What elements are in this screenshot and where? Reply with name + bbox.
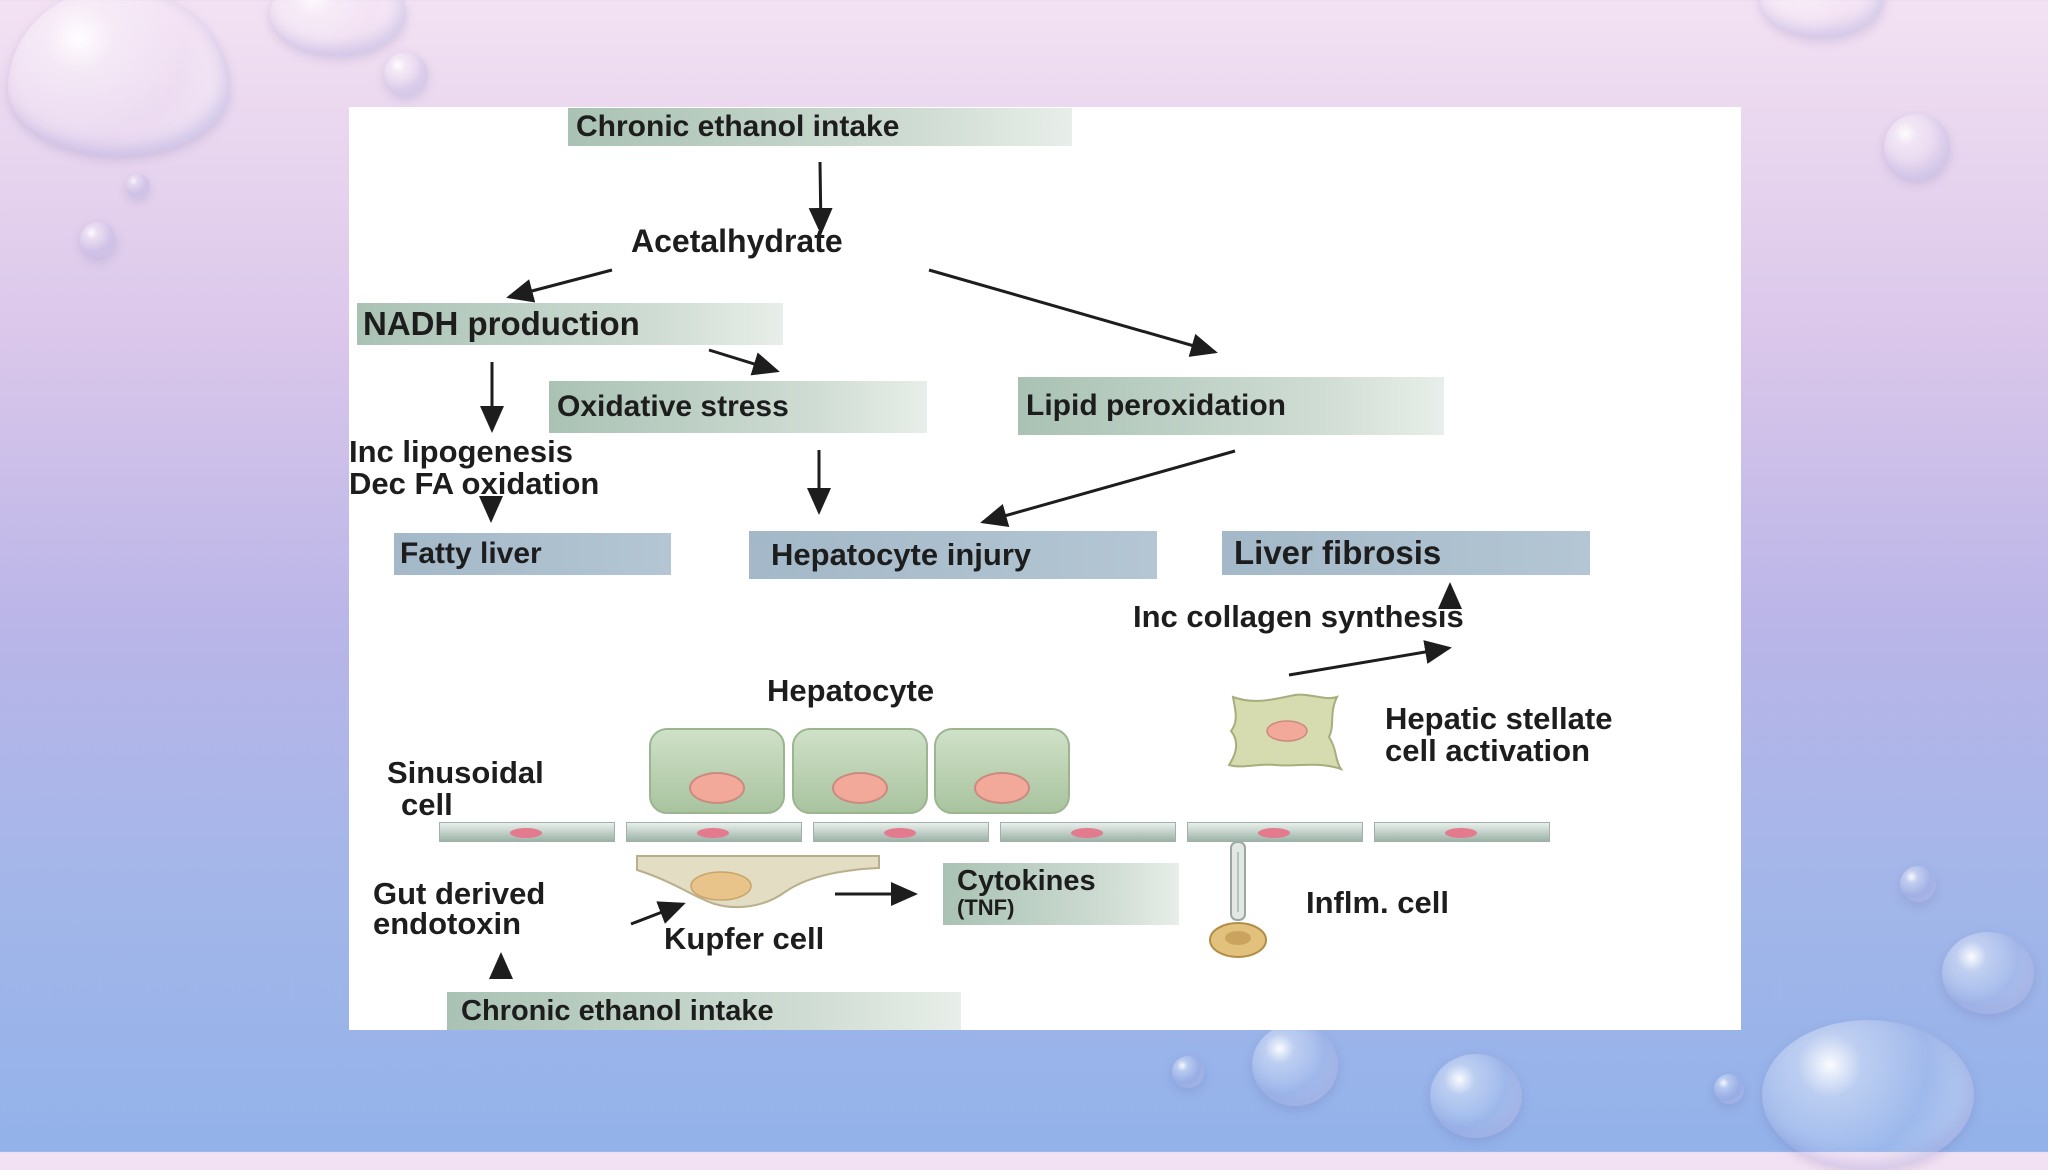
sinusoidal-cell-segment (1187, 822, 1363, 842)
cytokines-box: Cytokines (TNF) (943, 863, 1179, 925)
arrow-ethanol-to-acetalhydrate (808, 161, 833, 235)
kupfer-cell-label: Kupfer cell (664, 921, 825, 956)
chronic-ethanol-intake-bottom: Chronic ethanol intake (447, 992, 961, 1030)
hepatocyte-injury-label: Hepatocyte injury (771, 537, 1032, 572)
bubble-decoration (384, 52, 428, 96)
arrow-acetalhydrate-to-nadh (506, 268, 613, 303)
bubble-decoration (1430, 1054, 1522, 1138)
hepatic-stellate-label-line2: cell activation (1385, 733, 1591, 768)
bubble-decoration (270, 0, 406, 56)
gut-derived-endotoxin-label-line2: endotoxin (373, 906, 522, 941)
hepatic-stellate-cell-icon (1227, 693, 1343, 771)
hepatocyte-cell (934, 728, 1070, 814)
hepatocyte-cell (649, 728, 785, 814)
lipid-peroxidation-label: Lipid peroxidation (1026, 389, 1286, 422)
hepatic-stellate-label-line1: Hepatic stellate (1385, 701, 1613, 736)
bubble-decoration (1900, 866, 1936, 902)
liver-fibrosis-box: Liver fibrosis (1222, 531, 1590, 575)
chronic-ethanol-intake-bottom-label: Chronic ethanol intake (461, 994, 774, 1027)
bubble-decoration (80, 222, 116, 258)
inc-collagen-synthesis-label: Inc collagen synthesis (1133, 599, 1464, 634)
chronic-ethanol-intake-top-label: Chronic ethanol intake (576, 110, 900, 143)
hepatocyte-injury-box: Hepatocyte injury (749, 531, 1157, 579)
sinusoidal-cell-segment (813, 822, 989, 842)
oxidative-stress-box: Oxidative stress (549, 381, 927, 433)
hepatocyte-label: Hepatocyte (767, 673, 935, 708)
oxidative-stress-label: Oxidative stress (557, 390, 789, 423)
arrow-stellate-to-collagen (1288, 640, 1452, 677)
sinusoidal-cell-label-line2: cell (401, 787, 453, 822)
cytokines-label: Cytokines (957, 865, 1096, 898)
nucleus-icon (974, 772, 1030, 804)
sinusoidal-cell-label-line1: Sinusoidal (387, 755, 544, 790)
nucleus-icon (884, 828, 916, 838)
liver-fibrosis-label: Liver fibrosis (1234, 534, 1442, 571)
nucleus-icon (697, 828, 729, 838)
arrow-acetalhydrate-to-lipid (928, 268, 1218, 357)
inc-lipogenesis-label: Inc lipogenesis (349, 434, 573, 469)
acetalhydrate-label: Acetalhydrate (631, 223, 843, 259)
fatty-liver-box: Fatty liver (394, 533, 671, 575)
gut-derived-endotoxin-label-line1: Gut derived (373, 876, 546, 911)
arrow-endotoxin-to-kupfer (630, 901, 686, 926)
nucleus-icon (689, 772, 745, 804)
sinusoidal-cell-segment (626, 822, 802, 842)
nucleus-icon (1258, 828, 1290, 838)
bubble-decoration (1884, 114, 1950, 180)
bubble-decoration (1252, 1024, 1338, 1106)
nucleus-icon (832, 772, 888, 804)
pathway-figure: Chronic ethanol intake Acetalhydrate NAD… (349, 107, 1741, 1030)
inflammatory-cell-label: Inflm. cell (1306, 885, 1449, 920)
sinusoidal-cell-segment (1374, 822, 1550, 842)
dec-fa-oxidation-label: Dec FA oxidation (349, 466, 600, 501)
tnf-label: (TNF) (957, 895, 1015, 921)
fatty-liver-label: Fatty liver (400, 537, 542, 570)
nucleus-icon (1071, 828, 1103, 838)
sinusoidal-cell-segment (439, 822, 615, 842)
lipid-peroxidation-box: Lipid peroxidation (1018, 377, 1444, 435)
hepatocyte-cell (792, 728, 928, 814)
bubble-decoration (1172, 1056, 1204, 1088)
nucleus-icon (510, 828, 542, 838)
arrow-nadh-to-oxidative (708, 348, 780, 376)
bubble-decoration (8, 0, 230, 156)
kupfer-cell-icon (636, 855, 880, 909)
bubble-decoration (1942, 932, 2034, 1014)
nadh-production-label: NADH production (363, 305, 640, 342)
sinusoidal-cell-segment (1000, 822, 1176, 842)
bubble-decoration (126, 174, 150, 198)
pathway-arrows (479, 161, 1462, 979)
inflammatory-cell-icon (1209, 842, 1267, 958)
bubble-decoration (1762, 1020, 1974, 1170)
nadh-production-box: NADH production (357, 303, 783, 345)
bubble-decoration (1714, 1074, 1744, 1104)
nucleus-icon (1445, 828, 1477, 838)
bubble-decoration (1760, 0, 1884, 38)
arrow-lipid-to-injury (980, 449, 1236, 528)
chronic-ethanol-intake-top: Chronic ethanol intake (568, 108, 1072, 146)
